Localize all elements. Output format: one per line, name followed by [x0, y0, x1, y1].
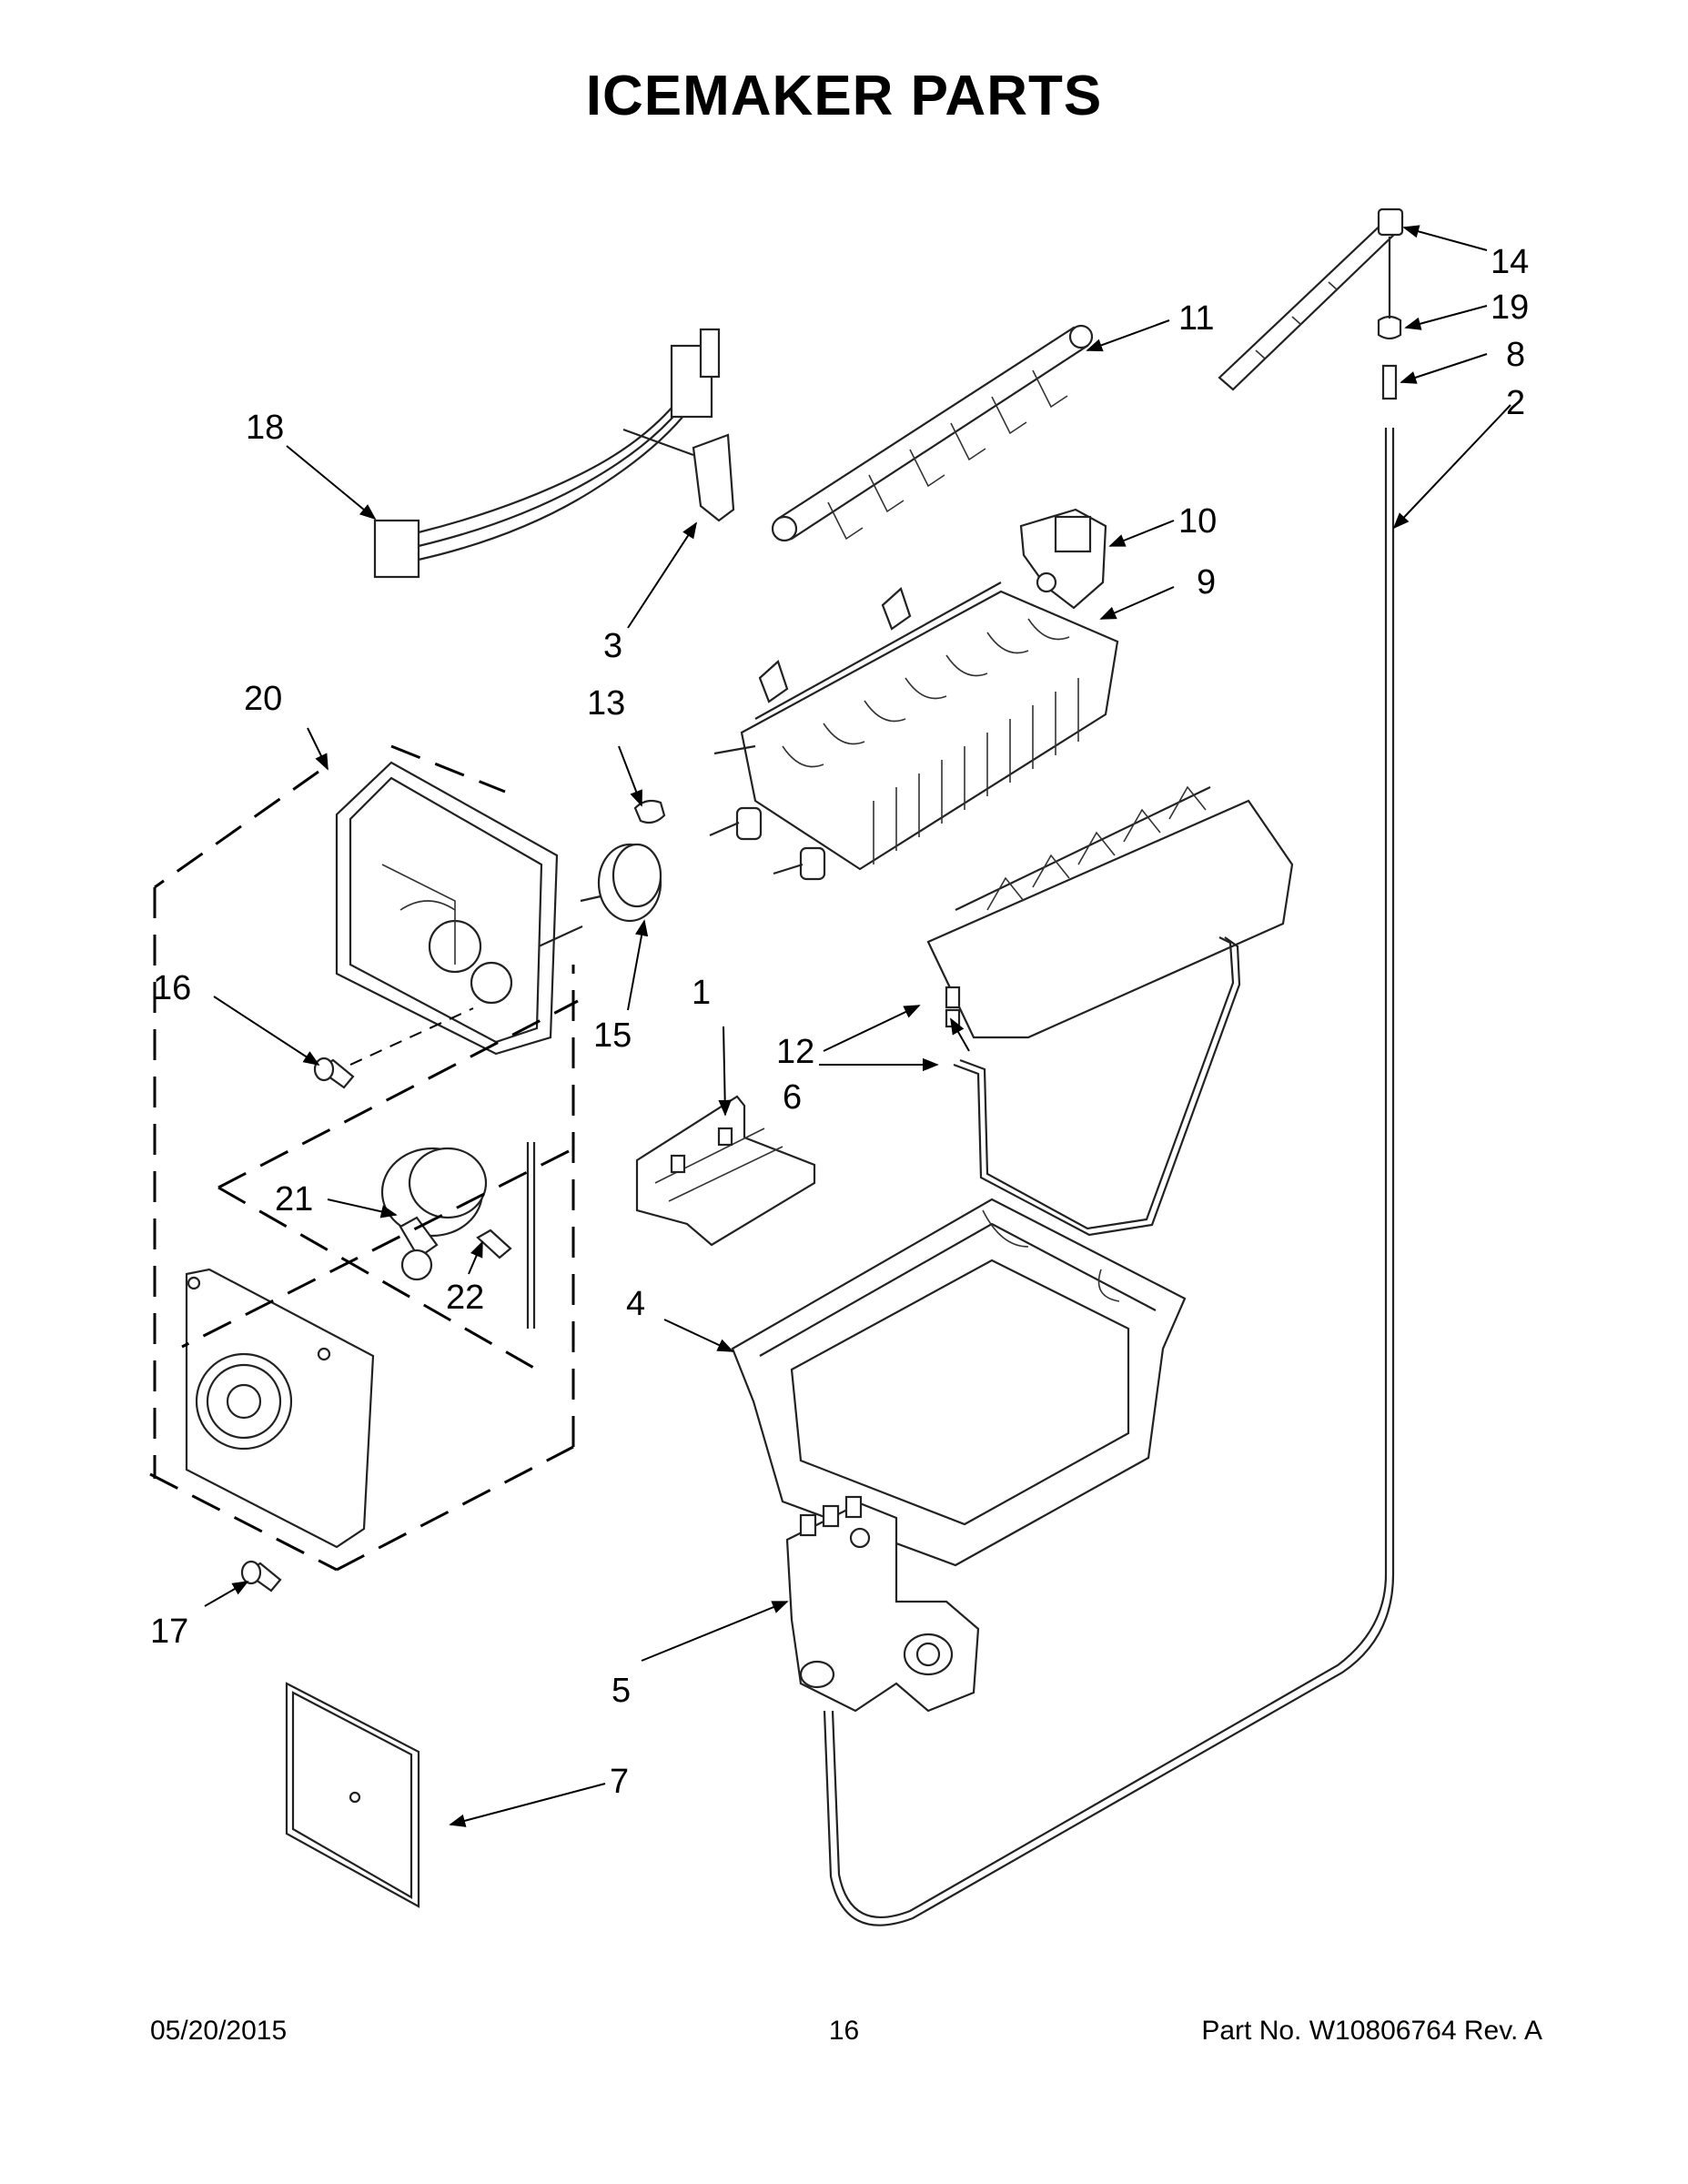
- callout-12: 12: [776, 1033, 814, 1071]
- water-line-tube: [823, 428, 1395, 1926]
- fill-cup-part: [1377, 237, 1402, 340]
- callout-11: 11: [1178, 299, 1214, 338]
- callout-4: 4: [626, 1285, 645, 1323]
- assembly-outline: [149, 744, 579, 1572]
- screw-16-part: [313, 1057, 355, 1089]
- callout-2: 2: [1506, 384, 1525, 422]
- leader-lines: [204, 225, 1511, 1827]
- callout-8: 8: [1506, 336, 1525, 374]
- callout-17: 17: [150, 1613, 188, 1651]
- callout-22: 22: [446, 1279, 484, 1317]
- callout-6: 6: [783, 1078, 802, 1117]
- callout-10: 10: [1178, 502, 1217, 541]
- callout-7: 7: [610, 1763, 629, 1801]
- fill-cup-bracket-part: [1019, 508, 1107, 610]
- cover-panel-part: [285, 1682, 420, 1908]
- fill-tube-part: [1218, 207, 1404, 391]
- callout-18: 18: [246, 409, 284, 447]
- motor-part: [380, 1142, 536, 1329]
- tube-clip-part: [1381, 364, 1398, 400]
- water-valve-part: [785, 1495, 980, 1713]
- footer-part-number: Part No. W10806764 Rev. A: [1201, 2016, 1542, 2046]
- control-housing-part: [335, 761, 583, 1056]
- callout-14: 14: [1491, 243, 1529, 281]
- screw-17-part: [240, 1560, 282, 1592]
- callout-21: 21: [275, 1180, 313, 1218]
- callout-labels: 14 19 8 2 11 10 9 18 3 13 20 15 1 12 6 1…: [150, 243, 1529, 1801]
- callout-9: 9: [1197, 563, 1216, 602]
- ice-stripper-part: [926, 785, 1294, 1039]
- thermostat-clip-part: [633, 799, 666, 824]
- control-housing-back-part: [185, 1268, 375, 1549]
- callout-19: 19: [1491, 288, 1529, 327]
- callout-20: 20: [244, 680, 282, 718]
- callout-15: 15: [593, 1016, 632, 1055]
- footer-page-number: 16: [828, 2016, 860, 2046]
- callout-1: 1: [692, 974, 711, 1012]
- ice-bin-part: [731, 1198, 1187, 1567]
- thermostat-part: [580, 843, 662, 923]
- ice-mold-part: [709, 581, 1119, 881]
- motor-screw-part: [476, 1228, 512, 1259]
- callout-13: 13: [587, 684, 625, 723]
- callout-5: 5: [612, 1672, 631, 1710]
- wire-harness-part: [373, 328, 721, 579]
- ejector-part: [771, 324, 1094, 542]
- screw-16-guide-line: [349, 1007, 474, 1066]
- mounting-clip-part: [622, 428, 735, 522]
- page-title: ICEMAKER PARTS: [585, 65, 1103, 127]
- footer-date: 05/20/2015: [150, 2016, 288, 2046]
- callout-16: 16: [153, 969, 191, 1007]
- mounting-plate-part: [635, 1095, 816, 1247]
- callout-3: 3: [603, 627, 622, 665]
- shutoff-arm-part: [953, 936, 1241, 1237]
